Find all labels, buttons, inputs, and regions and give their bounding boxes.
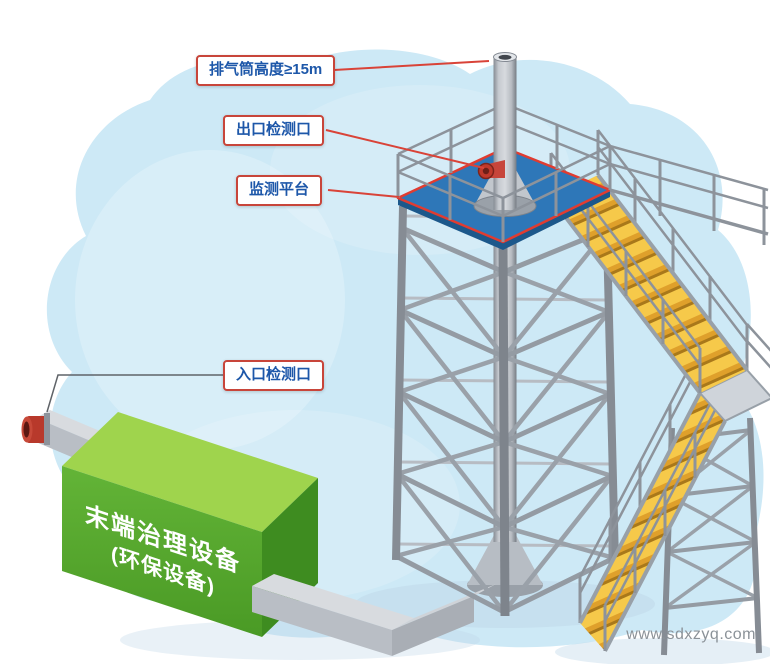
stairs-lower-flight <box>578 346 727 652</box>
leader-line-stack-height <box>333 60 490 71</box>
catwalk-railing <box>609 144 769 245</box>
leader-line-platform <box>327 189 400 198</box>
callout-stack-height-text: 排气筒高度≥15m <box>209 61 323 78</box>
callout-platform: 监测平台 <box>236 175 323 206</box>
exhaust-stack-upper <box>493 52 517 210</box>
callout-outlet-port-text: 出口检测口 <box>236 121 312 138</box>
leader-line-outlet-port <box>325 129 485 169</box>
watermark: www.sdxzyq.com <box>626 626 756 643</box>
callout-inlet-port: 入口检测口 <box>223 360 325 391</box>
callout-stack-height: 排气筒高度≥15m <box>196 55 336 86</box>
callout-outlet-port: 出口检测口 <box>223 115 325 146</box>
monitoring-platform <box>396 52 769 250</box>
callout-inlet-port-text: 入口检测口 <box>236 366 312 383</box>
platform-railing-front <box>397 144 611 242</box>
leader-lines <box>46 60 490 413</box>
inlet-pipe <box>21 413 50 445</box>
callout-platform-text: 监测平台 <box>249 181 310 198</box>
leader-line-inlet-port <box>46 374 224 413</box>
